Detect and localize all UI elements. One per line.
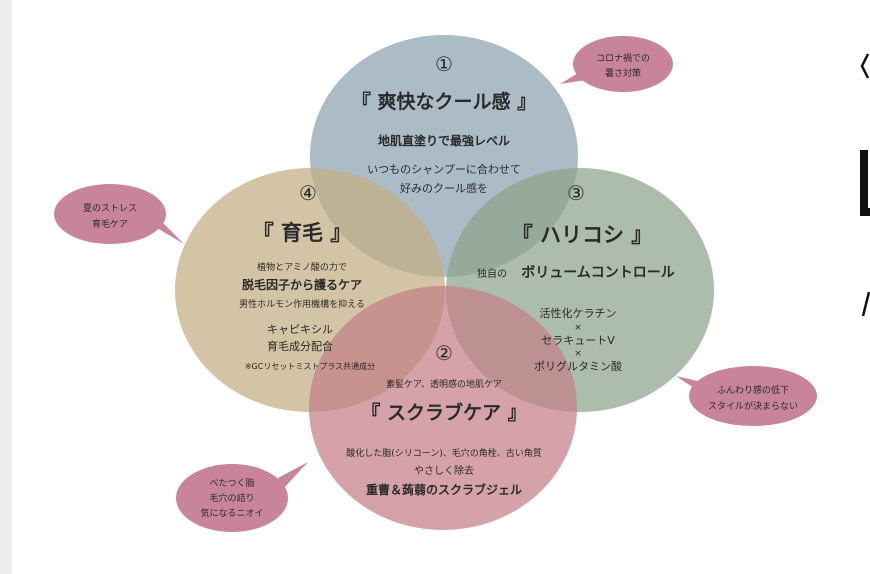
c1-title: 『 爽快なクール感 』 — [352, 90, 536, 113]
bubble-line-1: コロナ禍での — [596, 52, 650, 64]
c4-line1: 植物とアミノ酸の力で — [257, 261, 347, 273]
bubble-body — [176, 464, 288, 532]
c2-line2: やさしく除去 — [414, 464, 474, 477]
c1-line1: 地肌直塗りで最強レベル — [378, 133, 510, 148]
bubble-line-1: べたつく脂 — [209, 477, 254, 489]
c4-title: 『 育毛 』 — [253, 221, 352, 245]
c3-title: 『 ハリコシ 』 — [512, 223, 653, 247]
c1-number: ① — [435, 52, 453, 76]
bubble-body — [573, 36, 673, 92]
c3-ingredient-2: セラキュートV — [541, 334, 615, 347]
bubble-line-2: スタイルが決まらない — [708, 400, 798, 412]
cropped-glyph-fragment — [858, 150, 870, 222]
c2-line1: 酸化した脂(シリコーン)、毛穴の角栓、古い角質 — [346, 447, 542, 459]
callout-bubble-volume-loss: ふんわり感の低下 スタイルが決まらない — [676, 366, 817, 426]
diagram-stage: ① 『 爽快なクール感 』 地肌直塗りで最強レベル いつものシャンプーに合わせて… — [12, 0, 870, 574]
c2-title: 『 スクラブケア 』 — [361, 401, 526, 424]
c1-line3: 好みのクール感を — [400, 181, 488, 195]
c3-ingredient-1: 活性化ケラチン — [540, 306, 617, 320]
c4-line6: ※GCリセットミストプラス共通成分 — [245, 361, 375, 371]
c4-line2: 脱毛因子から護るケア — [242, 277, 362, 292]
c1-line2: いつものシャンプーに合わせて — [367, 162, 521, 176]
bubble-body — [54, 184, 166, 244]
c3-sub-prefix: 独自の — [477, 267, 507, 280]
bubble-tail — [157, 222, 184, 244]
c3-number: ③ — [567, 181, 585, 205]
cropped-glyph-shape — [860, 150, 870, 216]
c2-number: ② — [435, 341, 453, 365]
c3-sub-main: ボリュームコントロール — [521, 265, 675, 281]
c3-ingredient-3: ポリグルタミン酸 — [534, 359, 622, 373]
bubble-line-3: 気になるニオイ — [200, 507, 263, 519]
bubble-line-1: ふんわり感の低下 — [717, 384, 789, 396]
c3-times-2: × — [574, 349, 582, 359]
circle-scrub — [309, 286, 577, 530]
cropped-glyph-fragment — [860, 52, 870, 82]
cropped-glyph-shape — [860, 53, 870, 79]
bubble-body — [689, 366, 817, 426]
c4-line3: 男性ホルモン作用機構を抑える — [239, 298, 365, 310]
c2-line3: 重曹＆蒟蒻のスクラブジェル — [366, 482, 522, 497]
c4-line4: キャピキシル — [267, 323, 333, 336]
c4-line5: 育毛成分配合 — [267, 339, 333, 353]
callout-bubble-oily-scalp: べたつく脂 毛穴の詰り 気になるニオイ — [176, 462, 308, 532]
c2-pre: 素髪ケア、透明感の地肌ケア — [386, 378, 502, 390]
cropped-glyph-fragment — [860, 290, 870, 320]
bubble-line-2: 暑さ対策 — [605, 67, 641, 79]
bubble-line-2: 毛穴の詰り — [209, 492, 254, 504]
c4-number: ④ — [299, 181, 317, 205]
callout-bubble-summer-stress: 夏のストレス 育毛ケア — [54, 184, 184, 244]
bubble-tail — [278, 462, 308, 488]
cropped-glyph-shape — [861, 291, 870, 317]
left-edge-bar — [0, 0, 12, 574]
venn-diagram: ① 『 爽快なクール感 』 地肌直塗りで最強レベル いつものシャンプーに合わせて… — [54, 35, 817, 532]
bubble-line-2: 育毛ケア — [92, 218, 128, 230]
c3-times-1: × — [574, 323, 582, 333]
bubble-line-1: 夏のストレス — [83, 203, 137, 214]
callout-bubble-covid-heat: コロナ禍での 暑さ対策 — [560, 36, 673, 92]
